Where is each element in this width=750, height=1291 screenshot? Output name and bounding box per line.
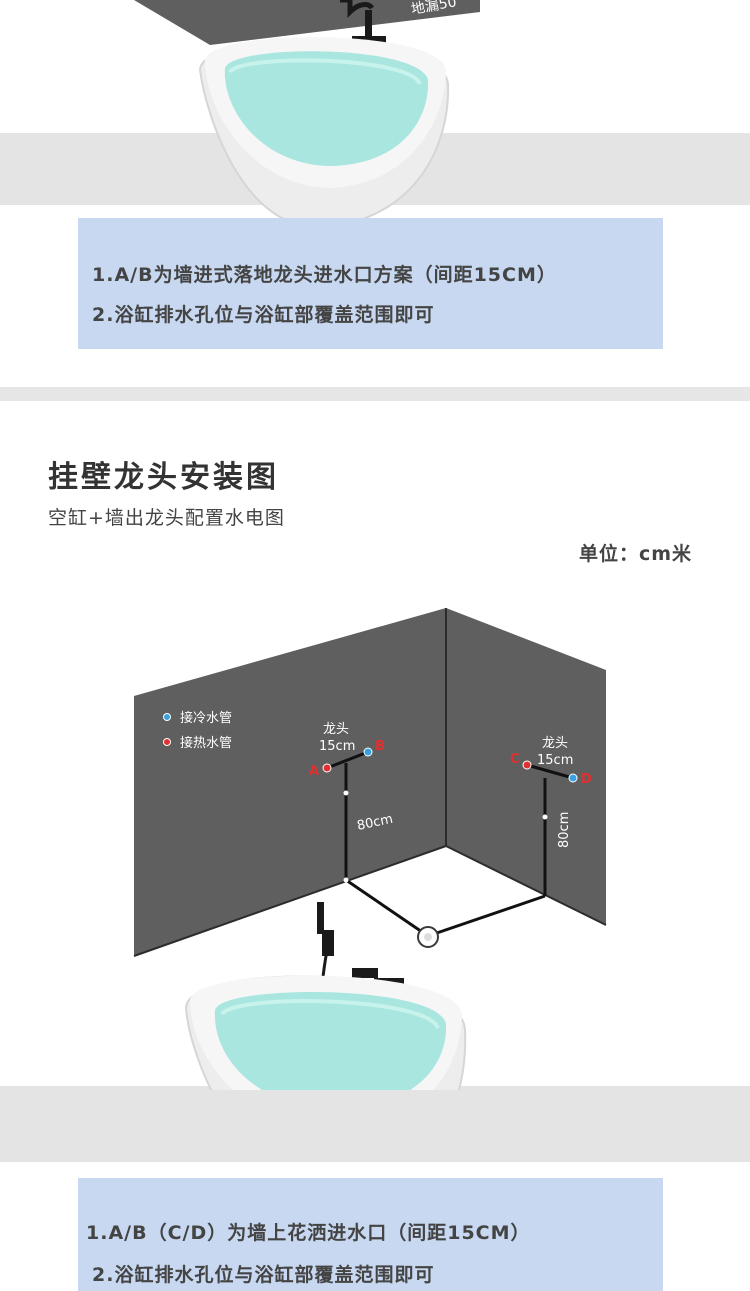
point-b-label: B xyxy=(375,739,385,754)
left-floor-dot xyxy=(343,877,349,883)
drain-label: 地漏50 xyxy=(411,949,459,976)
floor-edge-right xyxy=(445,845,607,926)
right-mid-dot xyxy=(542,814,548,820)
point-a-hot xyxy=(322,763,332,773)
legend-hot-label: 接热水管 xyxy=(180,735,232,751)
cold-water-dot xyxy=(163,713,171,721)
floor-edge-left xyxy=(133,845,447,957)
point-a-label: A xyxy=(309,764,319,779)
bathtub-image xyxy=(184,975,467,1090)
bottom-note-2: 2.浴缸排水孔位与浴缸部覆盖范围即可 xyxy=(92,1264,435,1286)
top-note-2: 2.浴缸排水孔位与浴缸部覆盖范围即可 xyxy=(92,304,435,326)
point-c-label: C xyxy=(510,752,520,767)
section-subtitle: 空缸+墙出龙头配置水电图 xyxy=(48,507,285,529)
unit-label: 单位：cm米 xyxy=(579,543,693,565)
point-b-cold xyxy=(363,747,373,757)
left-height-label: 80cm xyxy=(356,812,395,834)
top-wall xyxy=(134,0,480,45)
bottom-notes-box: 1.A/B（C/D）为墙上花洒进水口（间距15CM） 2.浴缸排水孔位与浴缸部覆… xyxy=(78,1178,663,1291)
dim-line-75 xyxy=(427,894,546,938)
point-d-cold xyxy=(568,773,578,783)
right-height-label: 80cm xyxy=(557,812,572,848)
left-faucet-name: 龙头 xyxy=(323,722,349,737)
section-title: 挂壁龙头安装图 xyxy=(48,460,279,495)
top-bathtub-image xyxy=(198,37,450,230)
back-wall xyxy=(134,608,446,956)
dim-line-35 xyxy=(345,878,429,938)
top-note-1: 1.A/B为墙进式落地龙头进水口方案（间距15CM） xyxy=(92,264,557,286)
right-faucet-spacing: 15cm xyxy=(537,753,573,768)
right-faucet-bar xyxy=(526,763,574,780)
left-faucet-spacing: 15cm xyxy=(319,739,355,754)
wall-faucet-diagram: 接冷水管 接热水管 龙头 15cm A B 80cm 龙头 15cm C D 8… xyxy=(133,608,607,1090)
top-diagram: 地漏50 xyxy=(134,0,480,230)
bottom-floor-band xyxy=(0,1086,750,1162)
top-notes-box: 1.A/B为墙进式落地龙头进水口方案（间距15CM） 2.浴缸排水孔位与浴缸部覆… xyxy=(78,218,663,349)
legend-cold-label: 接冷水管 xyxy=(180,710,232,726)
point-d-label: D xyxy=(581,772,592,787)
bottom-note-1: 1.A/B（C/D）为墙上花洒进水口（间距15CM） xyxy=(86,1222,531,1244)
left-faucet-bar xyxy=(326,750,369,770)
hot-water-dot xyxy=(163,738,171,746)
left-mid-dot xyxy=(343,790,349,796)
right-faucet-name: 龙头 xyxy=(542,736,568,751)
point-c-hot xyxy=(522,760,532,770)
